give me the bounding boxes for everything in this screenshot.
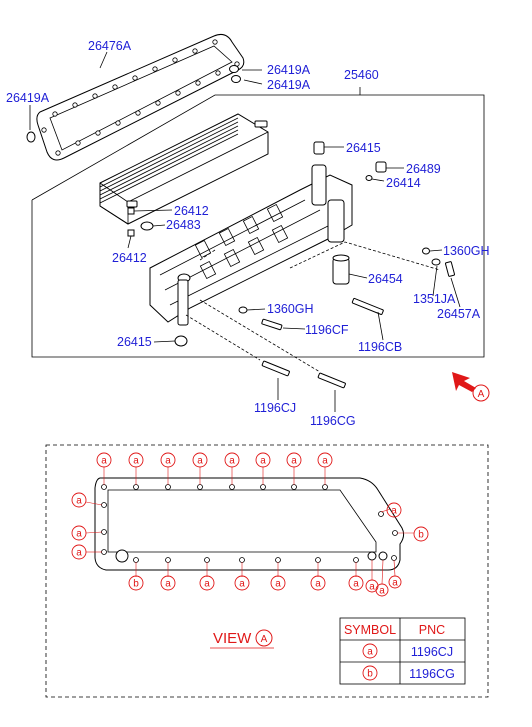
symbol-a: a	[315, 579, 321, 590]
label-26489[interactable]: 26489	[406, 162, 441, 176]
symbol-b: b	[418, 530, 424, 541]
legend-row-pnc[interactable]: 1196CG	[409, 667, 455, 681]
label-26457A[interactable]: 26457A	[437, 307, 481, 321]
symbol-a: a	[353, 579, 359, 590]
symbol-a: a	[369, 582, 375, 593]
label-26419A-2[interactable]: 26419A	[267, 78, 311, 92]
view-arrow-letter: A	[478, 389, 485, 400]
symbol-b: b	[133, 579, 139, 590]
symbol-a: a	[260, 456, 266, 467]
symbol-legend-table: SYMBOL PNC a 1196CJ b 1196CG	[339, 617, 466, 685]
label-1196CJ[interactable]: 1196CJ	[254, 401, 296, 415]
view-title-letter: A	[261, 634, 268, 645]
legend-row-symbol: a	[367, 647, 373, 658]
label-26419A-1[interactable]: 26419A	[267, 63, 311, 77]
label-1360GH-right[interactable]: 1360GH	[443, 244, 490, 258]
top-gasket	[36, 34, 245, 161]
view-a-gasket	[94, 477, 405, 571]
view-a-title: VIEW A	[210, 629, 274, 649]
symbol-a: a	[133, 456, 139, 467]
label-25460[interactable]: 25460	[344, 68, 379, 82]
legend-header-symbol: SYMBOL	[344, 623, 396, 637]
view-title: VIEW	[213, 630, 252, 647]
label-26419A-3[interactable]: 26419A	[6, 91, 50, 105]
label-26414[interactable]: 26414	[386, 176, 421, 190]
label-1360GH-lower[interactable]: 1360GH	[267, 302, 314, 316]
label-26415-lower[interactable]: 26415	[117, 335, 152, 349]
symbol-a: a	[275, 579, 281, 590]
view-a-frame	[45, 444, 489, 698]
symbol-a: a	[379, 586, 385, 597]
view-arrow: A	[452, 372, 490, 402]
label-26454[interactable]: 26454	[368, 272, 403, 286]
label-1196CB[interactable]: 1196CB	[358, 340, 402, 354]
symbol-a: a	[76, 496, 82, 507]
view-a-symbol-leaders	[85, 467, 414, 585]
view-a-bolt-holes	[101, 484, 398, 563]
symbol-a: a	[101, 456, 107, 467]
label-26412-bottom[interactable]: 26412	[112, 251, 147, 265]
symbol-a: a	[392, 578, 398, 589]
symbol-a: a	[391, 506, 397, 517]
label-1196CG[interactable]: 1196CG	[310, 414, 356, 428]
assembly-boundary	[31, 94, 485, 358]
symbol-a: a	[197, 456, 203, 467]
label-1351JA[interactable]: 1351JA	[413, 292, 456, 306]
legend-header-pnc: PNC	[419, 623, 445, 637]
legend-row-pnc[interactable]: 1196CJ	[411, 645, 453, 659]
leader-lines	[29, 51, 461, 412]
symbol-a: a	[291, 456, 297, 467]
label-1196CF[interactable]: 1196CF	[305, 323, 349, 337]
label-26483[interactable]: 26483	[166, 218, 201, 232]
legend-row-symbol: b	[367, 669, 373, 680]
symbol-a: a	[322, 456, 328, 467]
label-26476A[interactable]: 26476A	[88, 39, 132, 53]
view-a-symbols: a a a a a a a a a a a a b b a a a a a a …	[71, 452, 429, 597]
symbol-a: a	[165, 579, 171, 590]
part-labels: 26476A 26419A 26419A 26419A 25460 26415 …	[6, 39, 490, 428]
o-rings	[26, 65, 241, 143]
symbol-a: a	[76, 529, 82, 540]
symbol-a: a	[204, 579, 210, 590]
symbol-a: a	[76, 548, 82, 559]
label-26415-top[interactable]: 26415	[346, 141, 381, 155]
symbol-a: a	[165, 456, 171, 467]
label-26412-top[interactable]: 26412	[174, 204, 209, 218]
oil-cooler-housing	[149, 164, 353, 326]
symbol-a: a	[239, 579, 245, 590]
oil-cooler-core	[99, 113, 269, 225]
symbol-a: a	[229, 456, 235, 467]
